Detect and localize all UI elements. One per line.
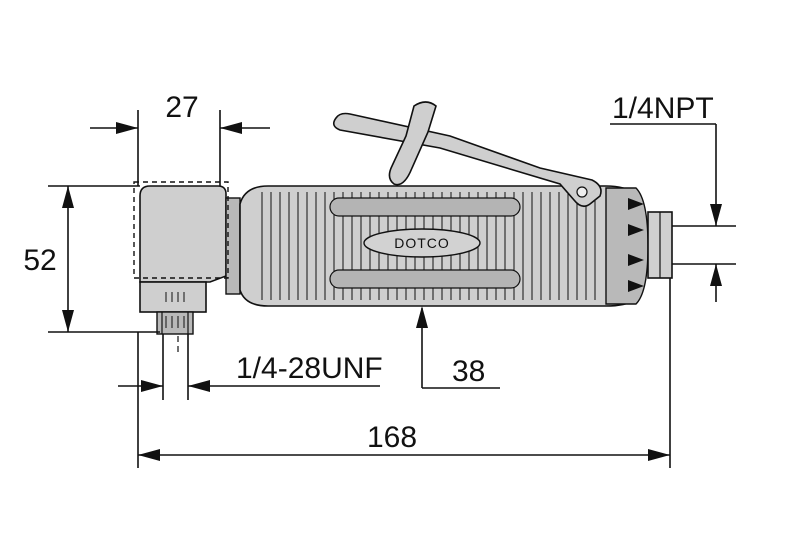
dim-overall-length: 168	[367, 421, 417, 454]
dimension-lines	[48, 110, 736, 468]
head-phantom-outline	[133, 181, 229, 279]
rear-cap-teeth	[628, 198, 644, 292]
gear-housing	[139, 281, 207, 313]
angle-head	[139, 185, 227, 283]
dim-spindle-thread: 1/4-28UNF	[236, 352, 383, 385]
logo-oval	[363, 228, 481, 258]
spindle-thread-marks	[165, 292, 185, 328]
safety-latch	[388, 101, 437, 186]
logo-text: DOTCO	[394, 235, 450, 251]
throttle-lever	[332, 112, 602, 208]
tool-body: DOTCO	[139, 101, 673, 335]
dim-head-width: 27	[165, 91, 198, 124]
dim-grip-diameter: 38	[452, 355, 485, 388]
grip-ribs	[261, 192, 596, 300]
dim-air-inlet: 1/4NPT	[612, 92, 714, 125]
dim-head-height: 52	[23, 244, 56, 277]
grip-panel	[329, 197, 521, 217]
grip-panel	[329, 269, 521, 289]
lever-pivot	[576, 186, 588, 198]
